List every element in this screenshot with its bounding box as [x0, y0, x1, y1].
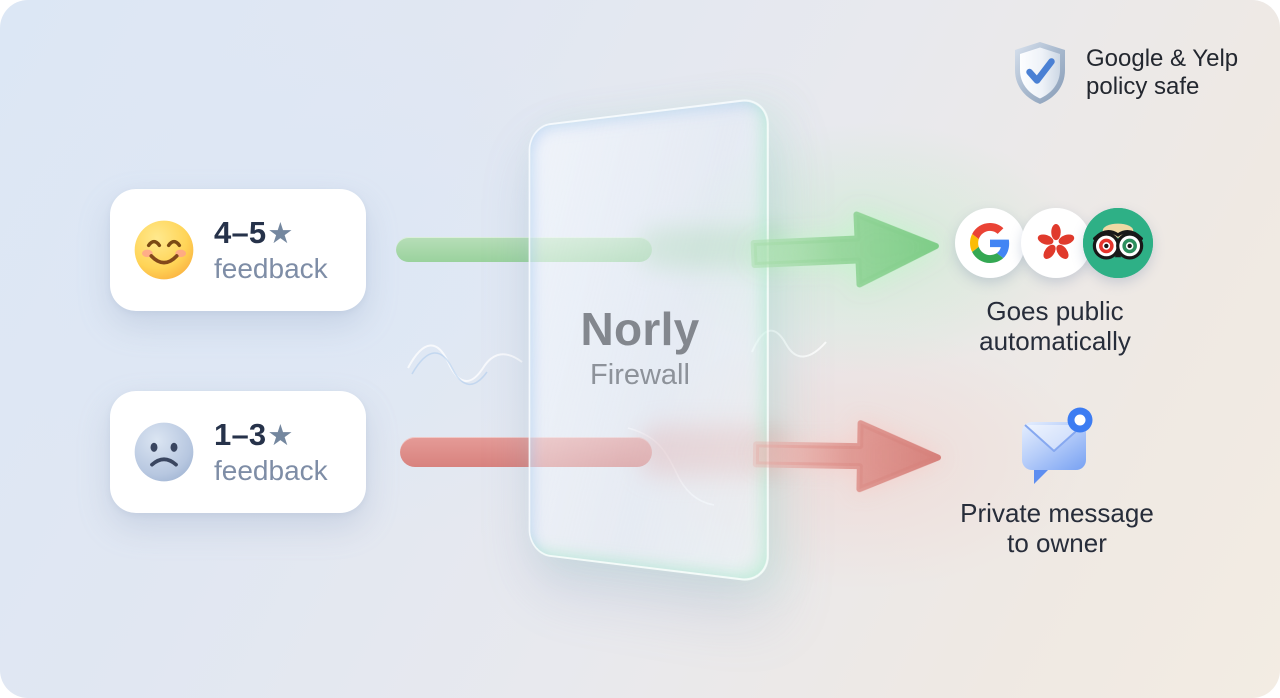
google-icon	[955, 208, 1025, 278]
sad-face-emoji-icon	[132, 420, 196, 484]
private-message-icon	[1014, 404, 1100, 498]
tripadvisor-icon	[1083, 208, 1153, 278]
star-icon: ★	[267, 420, 293, 452]
feedback-label: feedback	[214, 253, 328, 284]
policy-safe-badge: Google & Yelp policy safe	[1010, 40, 1238, 106]
negative-outcome-caption: Private message to owner	[928, 498, 1186, 559]
star-icon: ★	[267, 218, 293, 250]
happy-face-emoji-icon	[132, 218, 196, 282]
feedback-label: feedback	[214, 455, 328, 486]
policy-safe-label: Google & Yelp policy safe	[1086, 45, 1238, 100]
negative-feedback-card: 1–3★ feedback	[110, 391, 366, 513]
negative-flow-arrow	[751, 406, 949, 507]
rating-range-label: 4–5★	[214, 216, 328, 251]
positive-feedback-card: 4–5★ feedback	[110, 189, 366, 311]
rating-range-label: 1–3★	[214, 418, 328, 453]
firewall-subtitle: Firewall	[542, 360, 738, 392]
positive-outcome-caption: Goes public automatically	[930, 296, 1180, 357]
firewall-label: Norly Firewall	[542, 304, 738, 391]
shield-check-icon	[1010, 40, 1070, 106]
firewall-title: Norly	[542, 304, 738, 355]
positive-flow-arrow	[744, 194, 948, 307]
yelp-icon	[1021, 208, 1091, 278]
